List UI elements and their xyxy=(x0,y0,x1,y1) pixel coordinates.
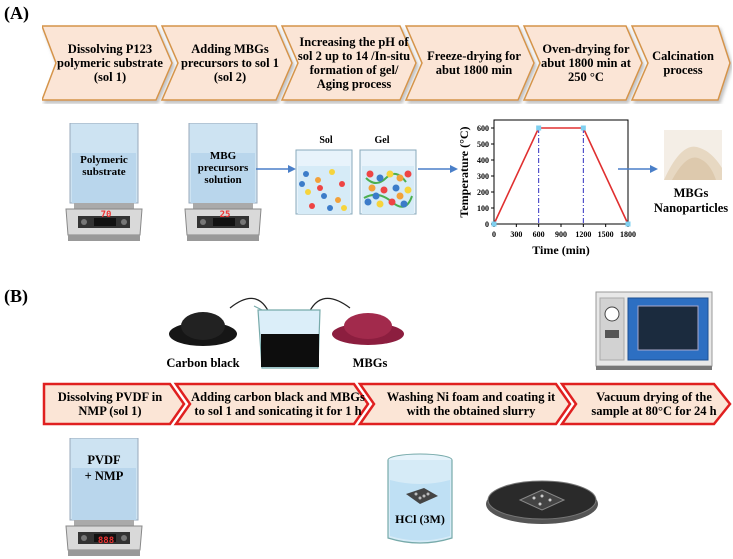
chevron-a4 xyxy=(404,25,535,101)
y-tick-label: 600 xyxy=(477,124,489,133)
pvdf-label: PVDF + NMP xyxy=(84,453,124,483)
chevron-a2 xyxy=(160,25,293,101)
pvdf-display: 888 xyxy=(97,536,115,546)
y-axis-label: Temperature (°C) xyxy=(457,126,471,217)
beaker-2-label: MBG precursors solution xyxy=(197,150,249,186)
mbgs-pile xyxy=(332,313,404,345)
hcl-label: HCl (3M) xyxy=(395,512,445,526)
hotplate-beaker-1 xyxy=(65,123,143,241)
carbon-black-label: Carbon black xyxy=(166,356,240,370)
gel-label: Gel xyxy=(374,135,390,146)
mbg-nanoparticles-label: MBGs Nanoparticles xyxy=(653,186,729,215)
step-b4-text: Vacuum drying of the sample at 80°C for … xyxy=(591,390,717,418)
data-point xyxy=(580,125,586,131)
step-b2-text: Adding carbon black and MBGs to sol 1 an… xyxy=(191,390,365,418)
temperature-series-line xyxy=(493,127,629,225)
panel-a-label: (A) xyxy=(4,3,29,23)
beaker-1-label: Polymeric substrate xyxy=(80,154,128,178)
x-tick-label: 900 xyxy=(555,230,567,239)
vacuum-oven xyxy=(595,291,713,370)
mbg-powder-image xyxy=(664,130,722,180)
arrow-a3 xyxy=(618,165,658,173)
step-a1-text: Dissolving P123 polymeric substrate (sol… xyxy=(57,42,163,84)
y-tick-label: 0 xyxy=(485,220,489,229)
y-tick-label: 100 xyxy=(477,204,489,213)
mixing-beaker xyxy=(229,297,351,369)
arrow-a2 xyxy=(418,165,458,173)
panel-a-process-arrow xyxy=(42,25,731,101)
x-tick-label: 1800 xyxy=(620,230,636,239)
sol-gel-beakers xyxy=(295,149,417,215)
data-point xyxy=(536,125,542,131)
beaker-2-display: 25 xyxy=(219,210,231,220)
beaker-1-display: 70 xyxy=(100,210,112,220)
step-a4-text: Freeze-drying for abut 1800 min xyxy=(427,49,521,77)
step-a3-text: Increasing the pH of sol 2 up to 14 /In-… xyxy=(297,35,411,91)
data-point xyxy=(625,221,631,227)
x-tick-label: 600 xyxy=(533,230,545,239)
y-tick-label: 300 xyxy=(477,172,489,181)
step-a6-text: Calcination process xyxy=(652,49,714,77)
step-a2-text: Adding MBGs precursors to sol 1 (sol 2) xyxy=(180,42,280,84)
chevron-b3 xyxy=(357,382,572,426)
x-tick-label: 300 xyxy=(510,230,522,239)
y-tick-label: 500 xyxy=(477,140,489,149)
chevron-a1 xyxy=(42,25,173,101)
step-b1-text: Dissolving PVDF in NMP (sol 1) xyxy=(57,390,163,418)
chevron-b4 xyxy=(559,382,732,426)
chevron-b2 xyxy=(173,382,370,426)
x-tick-label: 1500 xyxy=(598,230,614,239)
sol-label: Sol xyxy=(319,135,333,146)
x-tick-label: 1200 xyxy=(575,230,591,239)
chevron-a6 xyxy=(630,25,731,101)
panel-b-label: (B) xyxy=(4,286,28,306)
step-b3-text: Washing Ni foam and coating it with the … xyxy=(386,390,556,418)
hcl-beaker xyxy=(387,453,453,544)
arrow-a1 xyxy=(256,165,296,173)
petri-dish xyxy=(486,480,598,524)
step-a5-text: Oven-drying for abut 1800 min at 250 °C xyxy=(541,42,631,84)
x-tick-label: 0 xyxy=(492,230,496,239)
data-point xyxy=(491,221,497,227)
chevron-a3 xyxy=(280,25,417,101)
chevron-a5 xyxy=(522,25,643,101)
y-tick-label: 200 xyxy=(477,188,489,197)
panel-b-process-arrow xyxy=(42,382,732,426)
x-axis-label: Time (min) xyxy=(532,243,589,257)
carbon-black-pile xyxy=(169,312,237,346)
chart-plot-frame xyxy=(493,119,629,225)
hotplate-beaker-2 xyxy=(184,123,262,241)
chevron-b1 xyxy=(42,382,186,426)
hotplate-pvdf xyxy=(65,438,143,556)
mbgs-label: MBGs xyxy=(352,356,388,370)
temperature-profile-chart: 0 300 600 900 1200 1500 1800 0 100 200 300 400 500 60… xyxy=(457,119,636,257)
y-tick-label: 400 xyxy=(477,156,489,165)
